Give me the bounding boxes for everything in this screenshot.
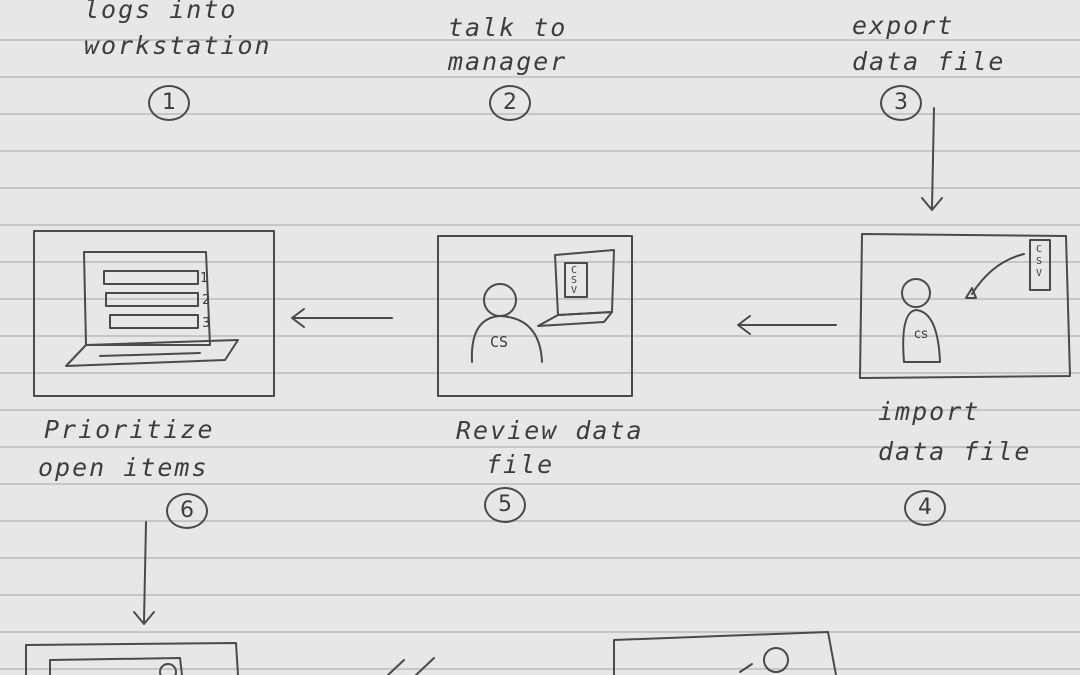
- laptop-keys: [99, 352, 201, 357]
- step-1-number: 1: [148, 85, 190, 121]
- csv-right-v: V: [1036, 268, 1042, 279]
- frame-8-border-partial: [613, 631, 837, 675]
- step-3-label-line2: data file: [852, 47, 1006, 76]
- list-item-bar-1: [103, 270, 199, 285]
- frame-7-border-partial: [25, 642, 239, 675]
- step-6-number: 6: [166, 493, 208, 529]
- frame-7-icon-partial: [159, 663, 177, 675]
- laptop-screen: [83, 251, 211, 346]
- frame-8-stroke-partial: [739, 663, 753, 673]
- laptop-base: [65, 339, 239, 367]
- partial-arrow-stroke-1: [387, 659, 405, 675]
- step-5-number: 5: [484, 487, 526, 523]
- step-6-label-line2: open items: [38, 453, 209, 482]
- frame-import: cs C S V: [859, 233, 1071, 379]
- step-3-label-line1: export: [852, 11, 955, 40]
- monitor-keyboard: [537, 311, 613, 327]
- bottom-partial-frames: [25, 631, 837, 675]
- step-5-label-line1: Review data: [456, 416, 644, 445]
- arrow-6-down: [143, 521, 147, 623]
- step-2-label-line1: talk to: [448, 13, 568, 42]
- arrowhead-left-1: [737, 315, 751, 335]
- list-number-3: 3: [202, 316, 210, 331]
- step-2-number: 2: [489, 85, 531, 121]
- frame-8-person-head-partial: [763, 647, 789, 673]
- person-body-small: [902, 309, 941, 363]
- step-6-label-line1: Prioritize: [44, 415, 215, 444]
- person-head: [483, 283, 517, 317]
- step-4-number: 4: [904, 490, 946, 526]
- arrowhead-down-1: [921, 197, 943, 211]
- person-badge-small: cs: [914, 327, 928, 342]
- list-number-1: 1: [200, 271, 208, 286]
- csv-right-s: S: [1036, 256, 1042, 267]
- person-badge: CS: [490, 333, 508, 351]
- frame-prioritize: 1 2 3: [33, 230, 275, 397]
- csv-letter-v: V: [571, 285, 577, 296]
- monitor-screen: [554, 249, 615, 316]
- csv-right-c: C: [1036, 244, 1042, 255]
- arrowhead-left-2: [291, 308, 305, 328]
- list-number-2: 2: [202, 293, 210, 308]
- step-1-label-line1: logs into: [84, 0, 238, 24]
- arrow-3-to-4: [931, 107, 935, 209]
- frame-review: CS C S V: [437, 235, 633, 397]
- frame-5-border: [437, 235, 633, 397]
- step-2-label-line2: manager: [448, 47, 568, 76]
- frame-4-border: [859, 233, 1071, 379]
- list-item-bar-3: [109, 314, 199, 329]
- step-4-label-line2: data file: [878, 437, 1032, 466]
- list-item-bar-2: [105, 292, 199, 307]
- csv-letter-c: C: [571, 265, 577, 276]
- step-4-label-line1: import: [878, 397, 981, 426]
- frame-6-border: [33, 230, 275, 397]
- import-curve-arrow: [971, 253, 1025, 295]
- person-head-small: [901, 278, 931, 308]
- step-1-label-line2: workstation: [84, 31, 272, 60]
- arrowhead-down-2: [133, 611, 155, 625]
- flow-arrows: [133, 107, 943, 625]
- step-5-label-line2: file: [486, 450, 555, 479]
- person-body: [470, 315, 543, 363]
- frame-7-screen-partial: [49, 657, 183, 675]
- csv-letter-s: S: [571, 275, 577, 286]
- csv-file-icon: [564, 262, 588, 298]
- partial-arrow-stroke-2: [415, 657, 435, 675]
- step-3-number: 3: [880, 85, 922, 121]
- csv-file-icon-right: [1029, 239, 1051, 291]
- import-arrowhead: [965, 287, 977, 299]
